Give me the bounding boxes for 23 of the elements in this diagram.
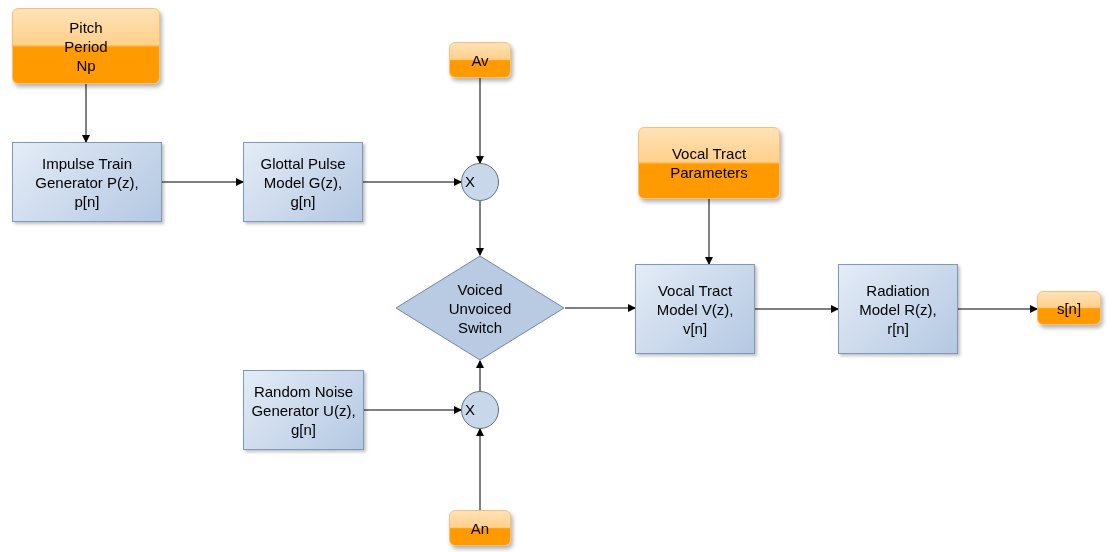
arrow (476, 428, 484, 511)
process-box: Radiation Model R(z), r[n] (838, 264, 958, 354)
arrow (476, 77, 484, 164)
process-box: Vocal Tract Model V(z), v[n] (635, 264, 755, 354)
process-box: Impulse Train Generator P(z), p[n] (12, 142, 162, 222)
arrow (82, 83, 90, 143)
arrow (754, 305, 839, 313)
switch-diamond: Voiced Unvoiced Switch (395, 255, 565, 361)
arrow (957, 305, 1038, 313)
arrow (161, 178, 244, 186)
process-box: Glottal Pulse Model G(z), g[n] (243, 142, 363, 222)
arrow (476, 360, 484, 392)
arrow (363, 406, 462, 414)
parameter-box: s[n] (1037, 291, 1101, 325)
arrow (362, 178, 462, 186)
process-box: Random Noise Generator U(z), g[n] (243, 370, 364, 450)
arrow (564, 304, 636, 312)
arrow (476, 200, 484, 256)
arrow (705, 198, 713, 265)
parameter-box: Vocal Tract Parameters (638, 127, 780, 199)
parameter-box: Pitch Period Np (12, 8, 160, 84)
parameter-box: An (449, 510, 511, 546)
parameter-box: Av (449, 42, 511, 78)
